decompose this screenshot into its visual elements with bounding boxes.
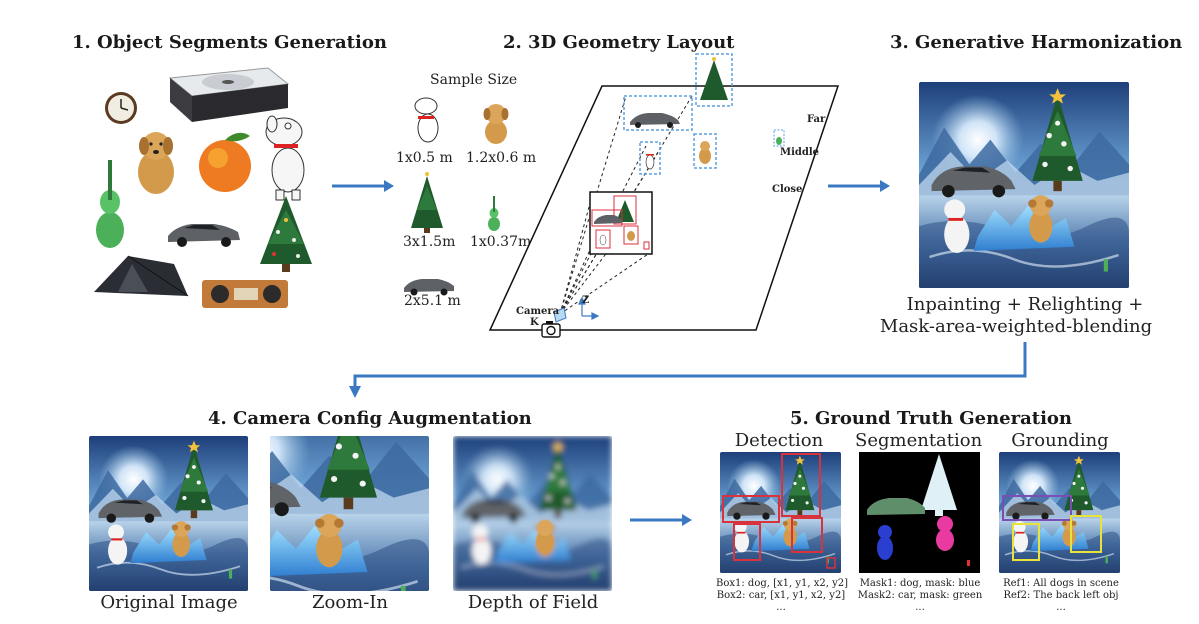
size-label-cartoon-dog: 1x0.5 m xyxy=(396,150,453,166)
size-label-tree: 3x1.5m xyxy=(403,234,456,250)
close-label: Close xyxy=(772,184,803,195)
far-cello-box xyxy=(773,129,785,147)
detection-image xyxy=(720,452,841,573)
arrow-1-to-2 xyxy=(330,178,396,194)
size-label-dog: 1.2x0.6 m xyxy=(466,150,537,166)
camera-icon xyxy=(541,307,567,338)
far-car-box xyxy=(623,95,693,131)
mid-cartoon-dog-box xyxy=(639,141,661,175)
size-label-cello: 1x0.37m xyxy=(470,234,532,250)
detection-line-1: Box1: dog, [x1, y1, x2, y2] xyxy=(716,578,849,589)
christmas-tree-icon xyxy=(411,172,443,233)
turntable-icon xyxy=(168,67,290,122)
arrow-3-to-4 xyxy=(342,340,1032,400)
car-icon xyxy=(404,279,454,296)
camera-k-label: K xyxy=(530,317,539,328)
section-title-harmonization: 3. Generative Harmonization xyxy=(890,32,1183,53)
tent-icon xyxy=(94,255,189,297)
object-segments-collage xyxy=(88,60,318,320)
harmonization-caption-line2: Mask-area-weighted-blending xyxy=(879,316,1153,337)
near-image-frame xyxy=(589,191,653,255)
header-segmentation: Segmentation xyxy=(855,430,983,451)
cartoon-dog-icon xyxy=(414,97,439,143)
section-title-ground-truth: 5. Ground Truth Generation xyxy=(790,408,1073,429)
grounding-line-1: Ref1: All dogs in scene xyxy=(1003,578,1119,589)
arrow-2-to-3 xyxy=(826,178,892,194)
cello-icon xyxy=(96,160,124,248)
segmentation-image xyxy=(859,452,980,573)
sample-objects xyxy=(396,92,540,312)
caption-zoom-in: Zoom-In xyxy=(311,592,389,613)
caption-depth-of-field: Depth of Field xyxy=(467,592,599,613)
harmonization-caption-line1: Inpainting + Relighting + xyxy=(906,294,1144,315)
far-tree-box xyxy=(695,53,733,107)
far-label: Far xyxy=(807,114,826,125)
peach-icon xyxy=(199,132,251,192)
grounding-line-3: ... xyxy=(1056,602,1066,613)
detection-line-2: Box2: car, [x1, y1, x2, y2] xyxy=(716,590,846,601)
axis-z-label: Z xyxy=(582,295,590,306)
grounding-line-2: Ref2: The back left obj xyxy=(1003,590,1119,601)
section-title-3d-layout: 2. 3D Geometry Layout xyxy=(503,32,735,53)
dog-icon xyxy=(138,132,174,194)
segmentation-line-3: ... xyxy=(915,602,925,613)
radio-icon xyxy=(202,280,288,308)
original-image xyxy=(89,436,248,591)
size-label-car: 2x5.1 m xyxy=(404,293,461,309)
camera-axes xyxy=(578,296,600,320)
clock-icon xyxy=(105,92,137,124)
arrow-4-to-5 xyxy=(628,512,694,528)
dog-icon xyxy=(483,104,509,144)
camera-label: Camera xyxy=(516,306,560,317)
zoom-in-image xyxy=(270,436,429,591)
sample-size-label: Sample Size xyxy=(430,72,518,88)
header-detection: Detection xyxy=(734,430,824,451)
harmonized-image xyxy=(919,82,1129,288)
christmas-tree-icon xyxy=(260,196,312,272)
grounding-image xyxy=(999,452,1120,573)
caption-original-image: Original Image xyxy=(100,592,238,613)
cartoon-dog-icon xyxy=(265,115,305,201)
segmentation-line-2: Mask2: car, mask: green xyxy=(857,590,983,601)
segmentation-line-1: Mask1: dog, mask: blue xyxy=(859,578,981,589)
middle-label: Middle xyxy=(780,147,820,158)
header-grounding: Grounding xyxy=(1011,430,1109,451)
section-title-camera-augmentation: 4. Camera Config Augmentation xyxy=(208,408,532,429)
depth-of-field-image xyxy=(453,436,612,591)
detection-line-3: ... xyxy=(776,602,786,613)
geometry-layout-plane xyxy=(486,50,846,342)
car-icon xyxy=(168,224,240,247)
mid-dog-box xyxy=(693,133,717,169)
section-title-object-segments: 1. Object Segments Generation xyxy=(72,32,387,53)
cello-icon xyxy=(488,196,500,231)
